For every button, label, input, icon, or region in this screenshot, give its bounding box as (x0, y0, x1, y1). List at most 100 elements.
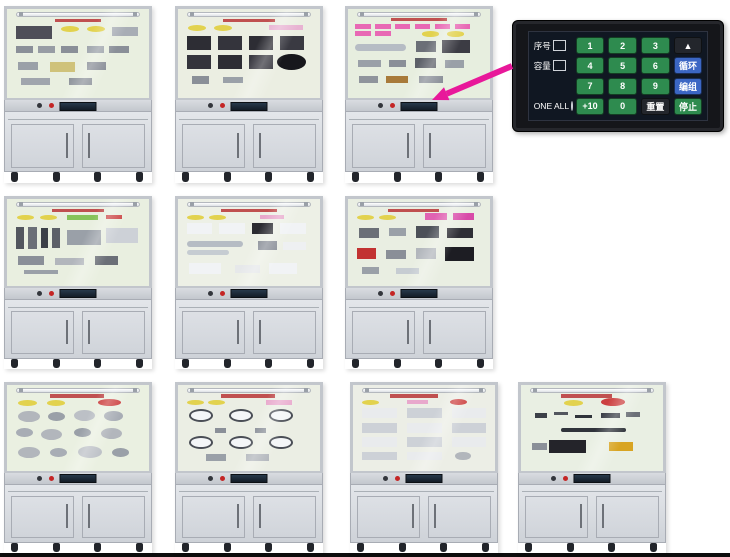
control-button[interactable] (208, 291, 214, 297)
left-door[interactable] (524, 496, 588, 539)
keypad-side-label: 序号 (534, 40, 572, 52)
keypad-key-3[interactable]: 3 (641, 37, 670, 55)
caster-wheel (11, 542, 19, 552)
door-handle[interactable] (428, 132, 431, 158)
keypad-key-4[interactable]: 4 (575, 57, 605, 75)
left-door[interactable] (10, 496, 74, 539)
keypad-key-1[interactable]: 1 (575, 37, 605, 55)
board-item (574, 414, 592, 419)
board-item (46, 399, 66, 406)
left-door[interactable] (181, 124, 245, 168)
keypad-key-▲[interactable]: ▲ (673, 37, 703, 55)
door-handle[interactable] (407, 319, 410, 345)
door-handle[interactable] (407, 132, 410, 158)
caster-wheel (135, 172, 143, 182)
lcd-screen[interactable] (59, 289, 97, 299)
door-handle[interactable] (258, 319, 261, 345)
lcd-screen[interactable] (405, 474, 443, 484)
door-handle[interactable] (66, 132, 69, 158)
keypad-key-9[interactable]: 9 (641, 77, 670, 95)
keypad-key-编组[interactable]: 编组 (673, 77, 703, 95)
control-button[interactable] (551, 476, 557, 482)
power-button[interactable] (562, 476, 568, 482)
left-door[interactable] (10, 311, 74, 355)
lcd-screen[interactable] (59, 474, 97, 484)
caster-wheel (52, 542, 60, 552)
power-button[interactable] (48, 476, 54, 482)
power-button[interactable] (48, 103, 54, 109)
control-button[interactable] (208, 103, 214, 109)
left-door[interactable] (181, 311, 245, 355)
right-door[interactable] (428, 496, 492, 539)
door-handle[interactable] (87, 504, 90, 529)
control-button[interactable] (37, 291, 43, 297)
left-door[interactable] (356, 496, 420, 539)
door-handle[interactable] (66, 319, 69, 345)
right-door[interactable] (82, 496, 146, 539)
keypad-key-0[interactable]: 0 (608, 97, 637, 115)
door-handle[interactable] (580, 504, 583, 529)
lcd-screen[interactable] (573, 474, 611, 484)
power-button[interactable] (219, 103, 225, 109)
right-door[interactable] (82, 124, 146, 168)
board-item (257, 240, 278, 251)
lcd-screen[interactable] (230, 101, 268, 111)
power-button[interactable] (389, 103, 395, 109)
power-button[interactable] (394, 476, 400, 482)
door-handle[interactable] (601, 504, 604, 529)
lcd-screen[interactable] (59, 101, 97, 111)
door-handle[interactable] (237, 319, 240, 345)
right-door[interactable] (82, 311, 146, 355)
door-handle[interactable] (433, 504, 436, 529)
lcd-screen[interactable] (230, 289, 268, 299)
keypad-key-5[interactable]: 5 (608, 57, 637, 75)
right-door[interactable] (423, 124, 487, 168)
control-button[interactable] (37, 103, 43, 109)
keypad-key-7[interactable]: 7 (575, 77, 605, 95)
left-door[interactable] (181, 496, 245, 539)
control-button[interactable] (37, 476, 43, 482)
door-handle[interactable] (428, 319, 431, 345)
door-handle[interactable] (258, 132, 261, 158)
door-handle[interactable] (87, 132, 90, 158)
casters (175, 358, 323, 369)
keypad-key-6[interactable]: 6 (641, 57, 670, 75)
keypad-key-重置[interactable]: 重置 (641, 97, 670, 115)
right-door[interactable] (253, 124, 317, 168)
lcd-screen[interactable] (230, 474, 268, 484)
board-item (452, 408, 487, 419)
right-door[interactable] (253, 311, 317, 355)
board-item (414, 57, 437, 68)
left-door[interactable] (351, 311, 415, 355)
right-door[interactable] (423, 311, 487, 355)
left-door[interactable] (10, 124, 74, 168)
keypad-key-+10[interactable]: +10 (575, 97, 605, 115)
control-button[interactable] (378, 291, 384, 297)
door-handle[interactable] (237, 132, 240, 158)
right-door[interactable] (596, 496, 660, 539)
door-handle[interactable] (87, 319, 90, 345)
keypad-key-8[interactable]: 8 (608, 77, 637, 95)
power-button[interactable] (219, 476, 225, 482)
left-door[interactable] (351, 124, 415, 168)
power-button[interactable] (389, 291, 395, 297)
control-button[interactable] (378, 103, 384, 109)
lcd-screen[interactable] (400, 289, 438, 299)
board-item (97, 398, 121, 406)
keypad-key-2[interactable]: 2 (608, 37, 637, 55)
power-button[interactable] (48, 291, 54, 297)
right-door[interactable] (253, 496, 317, 539)
keypad-key-停止[interactable]: 停止 (673, 97, 703, 115)
control-button[interactable] (383, 476, 389, 482)
power-button[interactable] (219, 291, 225, 297)
door-handle[interactable] (412, 504, 415, 529)
door-handle[interactable] (66, 504, 69, 529)
keypad-key-循环[interactable]: 循环 (673, 57, 703, 75)
lcd-screen[interactable] (400, 101, 438, 111)
control-button[interactable] (208, 476, 214, 482)
board-item (355, 24, 371, 29)
board-item (406, 451, 443, 461)
casters (350, 542, 498, 553)
door-handle[interactable] (258, 504, 261, 529)
door-handle[interactable] (237, 504, 240, 529)
